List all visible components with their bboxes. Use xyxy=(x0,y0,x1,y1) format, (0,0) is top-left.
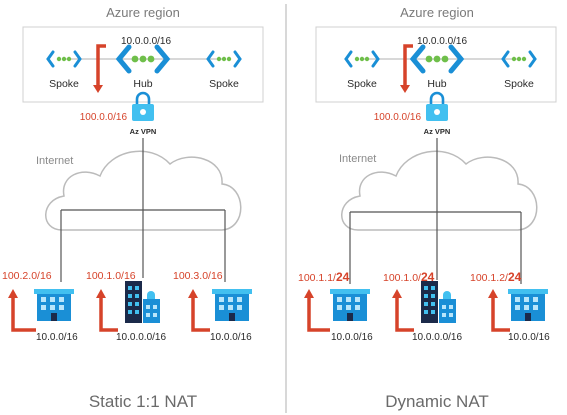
nat-arrow-down-icon xyxy=(400,44,413,93)
office-building-icon xyxy=(508,289,548,321)
azure-region-label: Azure region xyxy=(106,5,180,20)
site-local-address: 10.0.0/16 xyxy=(331,332,373,343)
hub-label: Hub xyxy=(133,78,152,90)
site-nat-address: 100.1.0/24 xyxy=(383,270,435,284)
headquarters-site: 100.1.0/24 10.0.0.0/16 xyxy=(383,270,462,343)
hub-label: Hub xyxy=(427,78,446,90)
static-nat-panel: Azure region 10.0.0.0/16 Spoke Hub Spoke… xyxy=(2,5,264,411)
dynamic-nat-panel: Azure region 10.0.0.0/16 Spoke Hub Spoke… xyxy=(298,5,557,411)
spoke-label: Spoke xyxy=(209,78,239,90)
site-nat-address: 100.2.0/16 xyxy=(2,270,52,282)
internet-label: Internet xyxy=(339,153,376,165)
nat-arrow-up-icon xyxy=(307,296,330,332)
spoke-label: Spoke xyxy=(504,78,534,90)
hub-address-space: 10.0.0.0/16 xyxy=(417,36,467,47)
vpn-nat-address: 100.0.0/16 xyxy=(80,112,128,123)
azure-region-label: Azure region xyxy=(400,5,474,20)
office-building-icon xyxy=(212,289,252,321)
city-building-icon xyxy=(421,281,456,323)
branch-site: 100.2.0/16 10.0.0/16 xyxy=(2,270,78,343)
branch-site: 100.1.1/24 10.0.0/16 xyxy=(298,270,373,343)
branch-site: 100.1.2/24 10.0.0/16 xyxy=(470,270,550,343)
vpn-nat-address: 100.0.0/16 xyxy=(374,112,422,123)
site-local-address: 10.0.0/16 xyxy=(508,332,550,343)
internet-label: Internet xyxy=(36,155,73,167)
office-building-icon xyxy=(330,289,370,321)
nat-arrow-up-icon xyxy=(99,296,118,332)
spoke-label: Spoke xyxy=(347,78,377,90)
site-nat-address: 100.3.0/16 xyxy=(173,270,223,282)
az-vpn-label: Az VPN xyxy=(130,127,157,136)
vpn-connections xyxy=(349,138,522,284)
site-local-address: 10.0.0.0/16 xyxy=(116,332,166,343)
site-nat-address: 100.1.2/24 xyxy=(470,270,522,284)
nat-arrow-up-icon xyxy=(11,296,36,332)
branch-site: 100.3.0/16 10.0.0/16 xyxy=(173,270,252,343)
spoke-label: Spoke xyxy=(49,78,79,90)
site-local-address: 10.0.0.0/16 xyxy=(412,332,462,343)
site-local-address: 10.0.0/16 xyxy=(210,332,252,343)
headquarters-site: 100.1.0/16 10.0.0.0/16 xyxy=(86,270,166,343)
azure-region-box xyxy=(315,26,557,103)
internet-cloud xyxy=(341,150,538,231)
vpn-connections xyxy=(60,138,226,282)
site-nat-address: 100.1.0/16 xyxy=(86,270,136,282)
nat-arrow-down-icon xyxy=(93,44,106,93)
site-local-address: 10.0.0/16 xyxy=(36,332,78,343)
panel-caption: Static 1:1 NAT xyxy=(89,392,197,411)
city-building-icon xyxy=(125,281,160,323)
az-vpn-label: Az VPN xyxy=(424,127,451,136)
azure-region-box xyxy=(22,26,264,103)
nat-arrow-up-icon xyxy=(191,296,210,332)
site-nat-address: 100.1.1/24 xyxy=(298,270,350,284)
office-building-icon xyxy=(34,289,74,321)
panel-caption: Dynamic NAT xyxy=(385,392,489,411)
nat-arrow-up-icon xyxy=(395,296,414,332)
nat-arrow-up-icon xyxy=(491,296,510,332)
hub-address-space: 10.0.0.0/16 xyxy=(121,36,171,47)
